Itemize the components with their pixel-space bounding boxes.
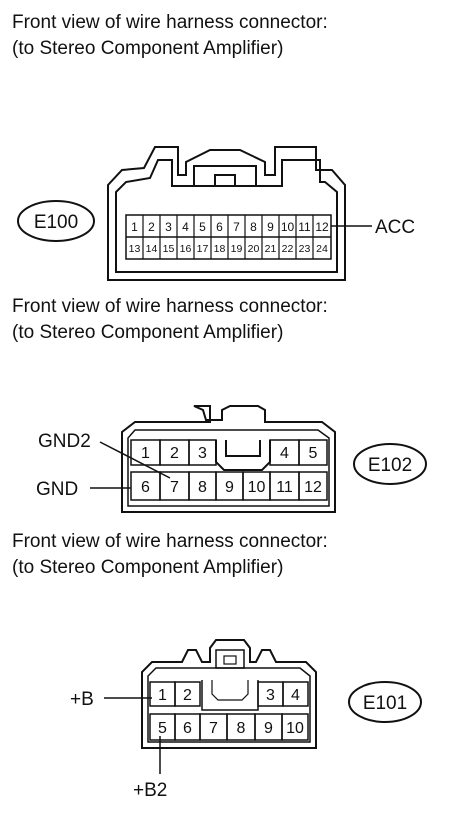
pin-label: 10 <box>248 479 266 496</box>
connector-badge-e102 <box>353 443 427 485</box>
pin-label: 11 <box>276 479 293 496</box>
pin-label: 3 <box>165 220 172 234</box>
pin-label: 3 <box>198 445 207 462</box>
caption-line-1: Front view of wire harness connector: <box>12 531 328 552</box>
connector-e101-housing <box>141 639 317 749</box>
pin-label: 10 <box>281 220 295 234</box>
pin-label: 17 <box>197 243 209 255</box>
pin-label: 11 <box>298 220 311 234</box>
pin-label: 19 <box>231 243 243 255</box>
pin-label: 5 <box>158 720 167 737</box>
pin-label: 12 <box>304 479 322 496</box>
pin-label: 9 <box>267 220 274 234</box>
pin-label: 23 <box>299 243 311 255</box>
pin-label: 7 <box>209 720 218 737</box>
pin-label: 5 <box>199 220 206 234</box>
signal-label-plus-b: +B <box>70 689 94 710</box>
pin-label: 3 <box>266 687 275 704</box>
caption-e101: Front view of wire harness connector: (t… <box>12 529 328 581</box>
pin-label: 4 <box>280 445 289 462</box>
pin-label: 14 <box>146 243 158 255</box>
pin-label: 10 <box>286 720 304 737</box>
pin-label: 15 <box>163 243 175 255</box>
pin-label: 4 <box>182 220 189 234</box>
pin-label: 20 <box>248 243 260 255</box>
pin-label: 6 <box>183 720 192 737</box>
pin-label: 8 <box>237 720 246 737</box>
pin-label: 9 <box>225 479 234 496</box>
caption-line-2: (to Stereo Component Amplifier) <box>12 38 284 59</box>
caption-line-1: Front view of wire harness connector: <box>12 296 328 317</box>
pin-label: 4 <box>291 687 300 704</box>
connector-id-e101: E101 <box>363 693 407 714</box>
pin-label: 1 <box>141 445 150 462</box>
caption-e100: Front view of wire harness connector: (t… <box>12 10 328 62</box>
signal-label-plus-b2: +B2 <box>133 780 167 801</box>
connector-id-e102: E102 <box>368 455 412 476</box>
pin-label: 18 <box>214 243 226 255</box>
pin-label: 2 <box>170 445 179 462</box>
signal-label-gnd2: GND2 <box>38 431 91 452</box>
pin-label: 6 <box>141 479 150 496</box>
signal-label-gnd: GND <box>36 479 78 500</box>
pin-label: 5 <box>309 445 318 462</box>
pin-label: 9 <box>264 720 273 737</box>
pin-label: 16 <box>180 243 192 255</box>
connector-badge-e101 <box>348 681 422 723</box>
pin-label: 2 <box>183 687 192 704</box>
pin-label: 12 <box>315 220 329 234</box>
pin-label: 21 <box>265 243 277 255</box>
caption-e102: Front view of wire harness connector: (t… <box>12 294 328 346</box>
pin-label: 6 <box>216 220 223 234</box>
connector-badge-e100 <box>17 200 95 242</box>
connector-e102-housing <box>121 405 336 513</box>
pin-label: 2 <box>148 220 155 234</box>
pin-label: 24 <box>316 243 328 255</box>
pin-label: 8 <box>250 220 257 234</box>
pin-label: 1 <box>158 687 167 704</box>
caption-line-1: Front view of wire harness connector: <box>12 12 328 33</box>
pin-label: 22 <box>282 243 294 255</box>
pin-label: 7 <box>170 479 179 496</box>
connector-id-e100: E100 <box>34 212 78 233</box>
pin-label: 8 <box>198 479 207 496</box>
signal-label-acc: ACC <box>375 217 415 238</box>
caption-line-2: (to Stereo Component Amplifier) <box>12 557 284 578</box>
caption-line-2: (to Stereo Component Amplifier) <box>12 322 284 343</box>
connector-e100-housing <box>107 146 346 281</box>
pin-label: 13 <box>129 243 141 255</box>
pin-label: 1 <box>131 220 138 234</box>
pin-label: 7 <box>233 220 240 234</box>
gnd2-leader-line <box>99 441 171 479</box>
